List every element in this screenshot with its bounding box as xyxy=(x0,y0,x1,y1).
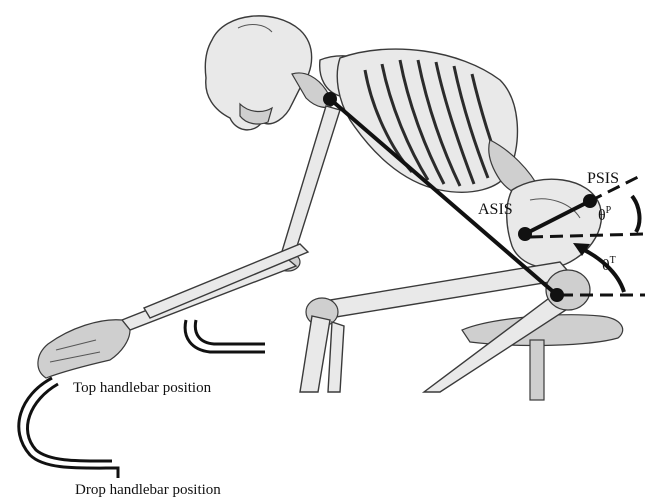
top-handlebar xyxy=(185,320,265,352)
hip-marker xyxy=(550,288,564,302)
psis-label: PSIS xyxy=(587,170,619,187)
shoulder-marker xyxy=(323,92,337,106)
theta-p-arc xyxy=(632,196,639,232)
theta-p-symbol: θ xyxy=(598,207,606,224)
pelvis xyxy=(507,179,602,267)
theta-t-symbol: θ xyxy=(602,257,610,274)
theta-t-superscript: T xyxy=(610,255,616,266)
asis-label: ASIS xyxy=(478,201,513,218)
psis-marker xyxy=(583,194,597,208)
asis-marker xyxy=(518,227,532,241)
skeleton xyxy=(38,16,601,392)
theta-p-superscript: P xyxy=(606,205,612,216)
upper-arm xyxy=(280,106,340,262)
tibia xyxy=(300,316,330,392)
theta-p-label: θP xyxy=(598,205,612,224)
hand xyxy=(38,320,130,378)
drop-handlebar-label: Drop handlebar position xyxy=(75,482,221,497)
top-handlebar-label: Top handlebar position xyxy=(73,380,212,396)
